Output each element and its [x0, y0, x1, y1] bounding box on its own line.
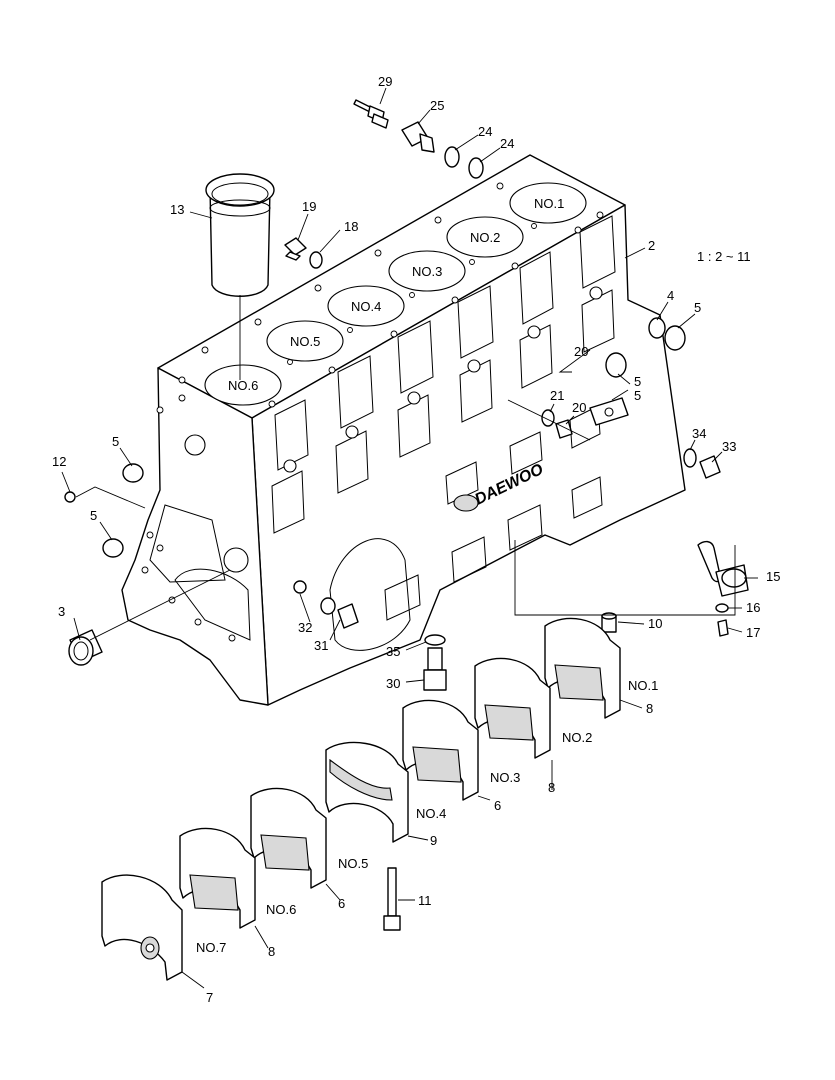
cap-label-6: NO.6 — [266, 902, 296, 917]
bushing-3 — [68, 629, 103, 666]
scale-note: 1 : 2 ~ 11 — [697, 249, 751, 264]
callout-4: 4 — [667, 288, 674, 303]
bearing-cap-4 — [325, 741, 409, 843]
callout-5-cover: 5 — [634, 388, 641, 403]
cylinder-label-2: NO.2 — [470, 230, 500, 245]
seal-5-left-upper — [122, 463, 144, 483]
seal-5-right-lower — [605, 352, 627, 378]
callout-17: 17 — [746, 625, 760, 640]
plug-19 — [284, 237, 307, 261]
seal-4 — [648, 317, 666, 339]
bearing-cap-1 — [544, 617, 621, 719]
callout-8a: 8 — [646, 701, 653, 716]
block-side-windows — [271, 215, 616, 621]
bearing-cap-6 — [179, 827, 256, 929]
callout-20b: 20 — [574, 344, 588, 359]
flywheel-housing-flange — [329, 538, 411, 651]
cap-label-3: NO.3 — [490, 770, 520, 785]
callout-10: 10 — [648, 616, 662, 631]
fitting-30 — [423, 647, 447, 691]
cylinder-label-4: NO.4 — [351, 299, 381, 314]
callout-21: 21 — [550, 388, 564, 403]
bearing-cap-7 — [101, 874, 183, 981]
callout-30: 30 — [386, 676, 400, 691]
washer-21 — [541, 409, 555, 427]
cylinder-block: NO.1 NO.2 NO.3 NO.4 NO.5 NO.6 — [121, 154, 686, 706]
callout-24a: 24 — [478, 124, 492, 139]
callout-11: 11 — [418, 893, 432, 908]
washer-18 — [309, 251, 323, 269]
washer-34 — [683, 448, 697, 468]
callout-5-left-upper: 5 — [112, 434, 119, 449]
cap-label-7: NO.7 — [196, 940, 226, 955]
callout-9: 9 — [430, 833, 437, 848]
bearing-cap-3 — [402, 699, 479, 801]
seal-5-right-upper — [664, 325, 686, 351]
leader-lines — [61, 87, 758, 989]
callout-31: 31 — [314, 638, 328, 653]
callout-24b: 24 — [500, 136, 514, 151]
bolt-17 — [717, 619, 729, 637]
bearing-cap-2 — [474, 657, 551, 759]
plug-20 — [555, 419, 573, 439]
cylinder-label-3: NO.3 — [412, 264, 442, 279]
callout-33: 33 — [722, 439, 736, 454]
cap-label-4: NO.4 — [416, 806, 446, 821]
callout-12: 12 — [52, 454, 66, 469]
cap-label-2: NO.2 — [562, 730, 592, 745]
block-front-face-detail — [141, 394, 251, 642]
seal-5-left-lower — [102, 538, 124, 558]
callout-15: 15 — [766, 569, 780, 584]
washer-31a — [320, 597, 336, 615]
callout-25: 25 — [430, 98, 444, 113]
callout-13: 13 — [170, 202, 184, 217]
cylinder-label-5: NO.5 — [290, 334, 320, 349]
callout-32: 32 — [298, 620, 312, 635]
cap-label-1: NO.1 — [628, 678, 658, 693]
callout-35: 35 — [386, 644, 400, 659]
oring-12 — [64, 491, 76, 503]
callout-7: 7 — [206, 990, 213, 1005]
plug-31 — [337, 603, 359, 629]
cylinder-label-1: NO.1 — [534, 196, 564, 211]
callout-5-right-lower: 5 — [634, 374, 641, 389]
washer-16 — [715, 603, 729, 613]
callout-29: 29 — [378, 74, 392, 89]
sensor-29 — [353, 99, 389, 129]
callout-numbers: 29 25 24 24 13 19 18 2 1 : 2 ~ 11 4 5 5 … — [52, 74, 780, 1005]
cylinder-liner — [205, 173, 275, 297]
cylinder-bores — [204, 182, 587, 406]
plug-32 — [293, 580, 307, 594]
callout-16: 16 — [746, 600, 760, 615]
oring-24b — [468, 157, 484, 179]
cylinder-label-6: NO.6 — [228, 378, 258, 393]
callout-8b: 8 — [548, 780, 555, 795]
plug-33 — [699, 455, 721, 479]
callout-34: 34 — [692, 426, 706, 441]
deck-bolt-holes — [178, 182, 604, 408]
cap-label-5: NO.5 — [338, 856, 368, 871]
bearing-cap-5 — [250, 787, 327, 889]
callout-20: 20 — [572, 400, 586, 415]
callout-2: 2 — [648, 238, 655, 253]
callout-5-right-upper: 5 — [694, 300, 701, 315]
oring-35 — [424, 634, 446, 646]
callout-6a: 6 — [494, 798, 501, 813]
callout-8c: 8 — [268, 944, 275, 959]
callout-5-left-lower: 5 — [90, 508, 97, 523]
plug-25 — [401, 121, 435, 153]
callout-6b: 6 — [338, 896, 345, 911]
callout-19: 19 — [302, 199, 316, 214]
oring-24a — [444, 146, 460, 168]
callout-3: 3 — [58, 604, 65, 619]
callout-18: 18 — [344, 219, 358, 234]
main-bearing-bolt-11 — [383, 867, 401, 931]
oil-pipe-15 — [697, 540, 749, 597]
